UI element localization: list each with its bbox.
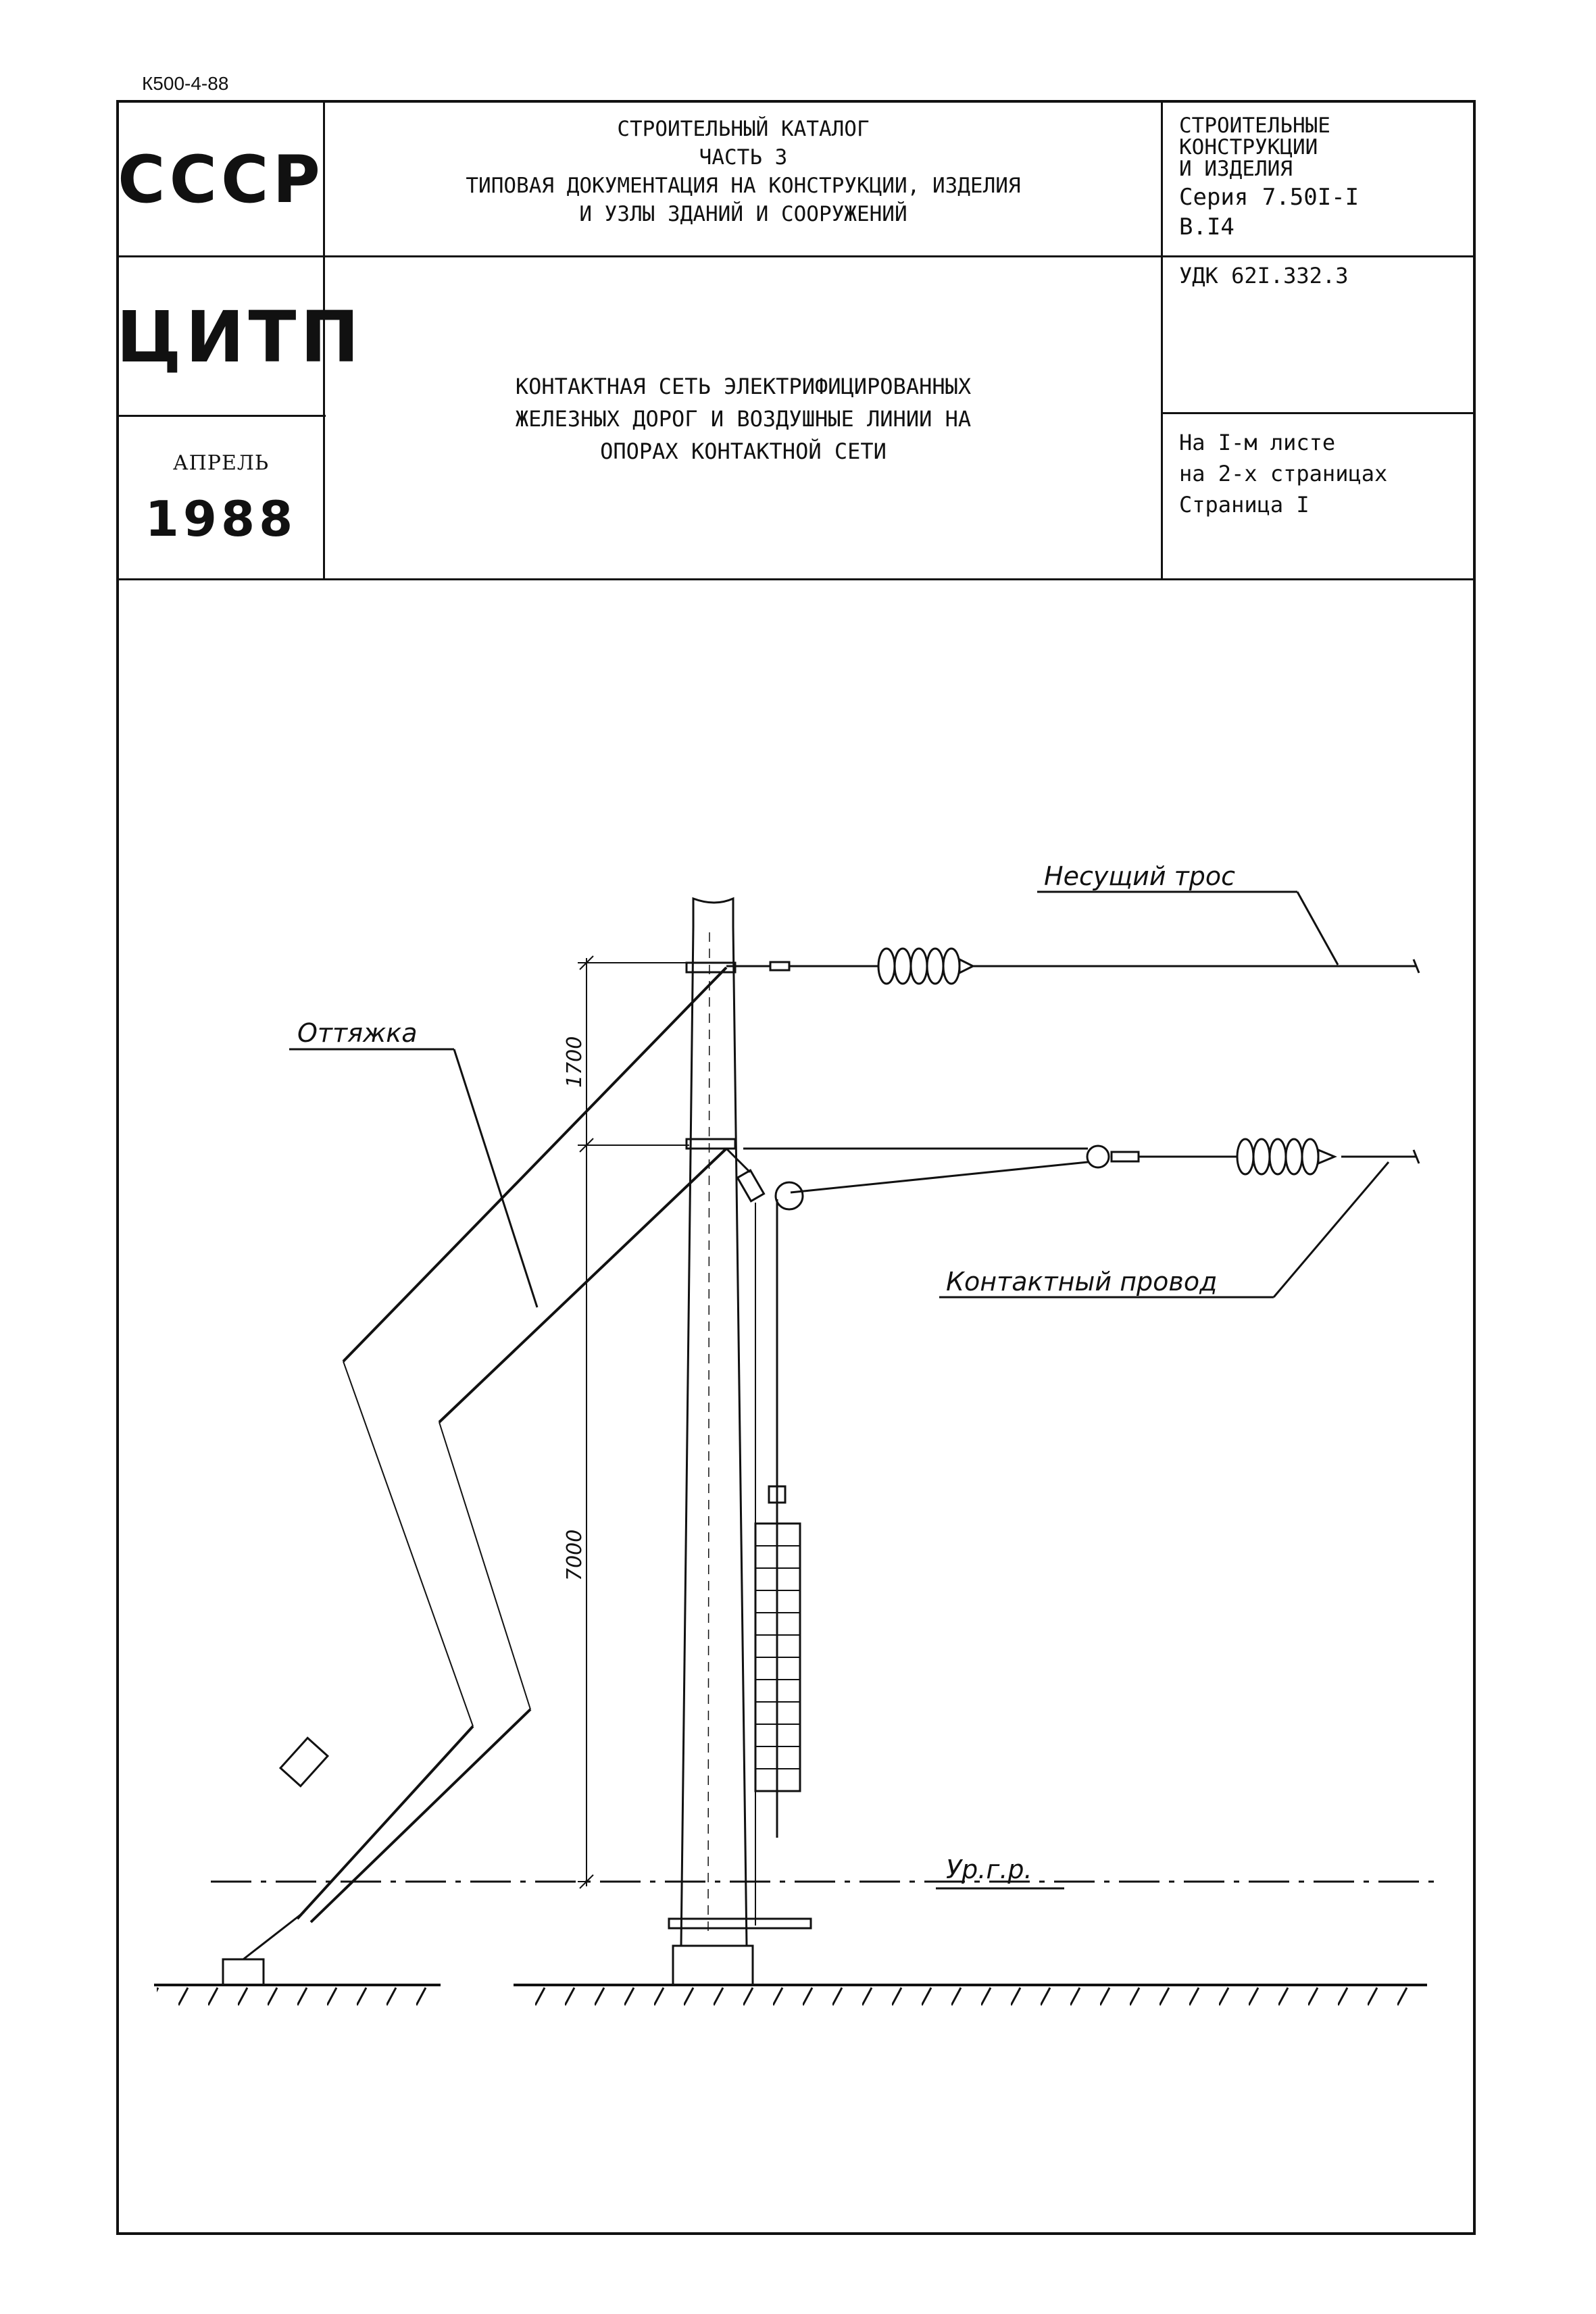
- udk-code: УДК 62I.332.3: [1179, 263, 1349, 288]
- catalog-header: СТРОИТЕЛЬНЫЙ КАТАЛОГ ЧАСТЬ 3 ТИПОВАЯ ДОК…: [326, 115, 1161, 228]
- sheet-info: На I-м листе на 2-х страницах Страница I: [1179, 427, 1387, 520]
- section-line: СТРОИТЕЛЬНЫЕ: [1179, 114, 1330, 138]
- label-contact-wire: Контактный провод: [946, 1267, 1217, 1297]
- title-line: КОНТАКТНАЯ СЕТЬ ЭЛЕКТРИФИЦИРОВАННЫХ: [515, 374, 972, 399]
- document-title: КОНТАКТНАЯ СЕТЬ ЭЛЕКТРИФИЦИРОВАННЫХ ЖЕЛЕ…: [326, 370, 1161, 468]
- sheet-line: Страница I: [1179, 492, 1310, 518]
- label-leaders: [289, 890, 1390, 1890]
- grid-line: [116, 255, 1476, 257]
- organization-stamp: ЦИТП: [116, 296, 364, 378]
- drawing-frame: [116, 100, 1476, 2235]
- carrier-cable: [726, 959, 1420, 974]
- dimension-upper: 1700: [563, 1036, 587, 1088]
- section-line: КОНСТРУКЦИИ: [1179, 135, 1318, 159]
- grid-line: [116, 415, 326, 417]
- sheet-line: На I-м листе: [1179, 430, 1336, 455]
- grid-line: [1161, 100, 1163, 580]
- label-ground-level: Ур.г.р.: [946, 1855, 1032, 1884]
- insulator-string-upper: [877, 947, 976, 985]
- document-code: К500-4-88: [142, 73, 229, 94]
- guy-wires: [222, 966, 728, 1986]
- catalog-line: ТИПОВАЯ ДОКУМЕНТАЦИЯ НА КОНСТРУКЦИИ, ИЗД…: [466, 174, 1021, 198]
- insulator-string-lower: [1236, 1138, 1337, 1176]
- dimension-lower: 7000: [563, 1530, 587, 1581]
- title-line: ОПОРАХ КОНТАКТНОЙ СЕТИ: [600, 438, 887, 464]
- publication-month: АПРЕЛЬ: [172, 451, 270, 475]
- grid-line: [323, 100, 325, 580]
- section-line: И ИЗДЕЛИЯ: [1179, 157, 1293, 181]
- publication-year: 1988: [145, 491, 297, 547]
- country-stamp: СССР: [118, 142, 324, 218]
- grid-line: [116, 578, 1476, 580]
- sheet-line: на 2-х страницах: [1179, 461, 1388, 486]
- catalog-line: ЧАСТЬ 3: [699, 145, 788, 170]
- ground-surface: [154, 1984, 1427, 2007]
- pole: [668, 897, 812, 1986]
- issue-number: В.I4: [1179, 213, 1235, 241]
- catalog-line: И УЗЛЫ ЗДАНИЙ И СООРУЖЕНИЙ: [579, 202, 907, 226]
- label-carrier-cable: Несущий трос: [1044, 861, 1235, 891]
- catalog-line: СТРОИТЕЛЬНЫЙ КАТАЛОГ: [617, 117, 870, 141]
- grid-line: [1161, 412, 1476, 414]
- series-number: Серия 7.50I-I: [1179, 184, 1360, 211]
- tensioning-device: [725, 1147, 804, 1926]
- contact-wire: [743, 1145, 1420, 1194]
- label-guy-wire: Оттяжка: [297, 1018, 418, 1048]
- section-info: СТРОИТЕЛЬНЫЕ КОНСТРУКЦИИ И ИЗДЕЛИЯ Серия…: [1179, 115, 1359, 238]
- title-line: ЖЕЛЕЗНЫХ ДОРОГ И ВОЗДУШНЫЕ ЛИНИИ НА: [515, 406, 972, 432]
- dimension-lines: [578, 955, 689, 1889]
